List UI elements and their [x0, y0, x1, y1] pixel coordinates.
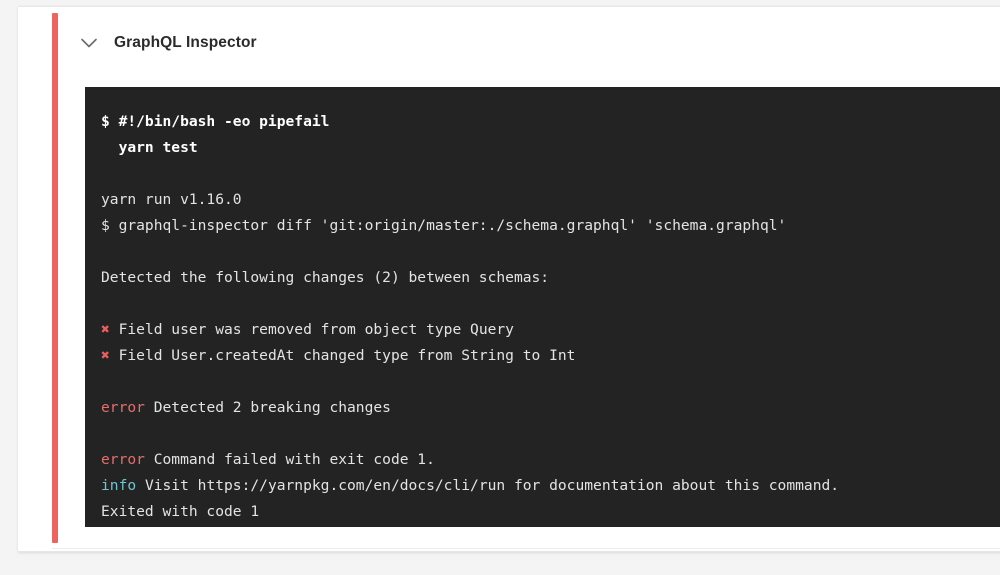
terminal-line: ✖ Field user was removed from object typ…	[101, 317, 1000, 343]
terminal-line: Exited with code 1	[101, 499, 1000, 525]
job-log-card: GraphQL Inspector $ #!/bin/bash -eo pipe…	[18, 6, 1000, 552]
terminal-line-text: $ graphql-inspector diff 'git:origin/mas…	[101, 217, 787, 234]
job-header[interactable]: GraphQL Inspector	[78, 21, 257, 65]
terminal-line	[101, 421, 1000, 447]
terminal-line-text: Exited with code 1	[101, 503, 260, 520]
terminal-line	[101, 161, 1000, 187]
terminal-line-text: Detected 2 breaking changes	[144, 399, 391, 416]
terminal-line-text: yarn run v1.16.0	[101, 191, 242, 208]
breaking-change-text: Field User.createdAt changed type from S…	[109, 347, 576, 364]
log-error-tag: error	[101, 399, 145, 416]
breaking-change-x-icon: ✖	[101, 347, 110, 364]
terminal-line: error Detected 2 breaking changes	[101, 395, 1000, 421]
terminal-line: error Command failed with exit code 1.	[101, 447, 1000, 473]
terminal-line	[101, 369, 1000, 395]
terminal-line-text: Detected the following changes (2) betwe…	[101, 269, 550, 286]
job-status-stripe	[52, 13, 58, 543]
terminal-line: yarn test	[101, 135, 1000, 161]
chevron-down-icon[interactable]	[78, 32, 100, 54]
terminal-line: info Visit https://yarnpkg.com/en/docs/c…	[101, 473, 1000, 499]
card-footer-divider	[52, 548, 1000, 549]
terminal-line-text: Visit https://yarnpkg.com/en/docs/cli/ru…	[136, 477, 840, 494]
log-error-tag: error	[101, 451, 145, 468]
job-title: GraphQL Inspector	[114, 34, 257, 51]
terminal-line	[101, 239, 1000, 265]
terminal-command-text: $ #!/bin/bash -eo pipefail	[101, 113, 330, 130]
terminal-line: $ #!/bin/bash -eo pipefail	[101, 109, 1000, 135]
terminal-line: Detected the following changes (2) betwe…	[101, 265, 1000, 291]
terminal-log-panel[interactable]: $ #!/bin/bash -eo pipefail yarn test yar…	[85, 87, 1000, 527]
terminal-line: yarn run v1.16.0	[101, 187, 1000, 213]
log-info-tag: info	[101, 477, 137, 494]
breaking-change-x-icon: ✖	[101, 321, 110, 338]
terminal-log-output: $ #!/bin/bash -eo pipefail yarn test yar…	[101, 109, 1000, 525]
terminal-line: $ graphql-inspector diff 'git:origin/mas…	[101, 213, 1000, 239]
terminal-line	[101, 291, 1000, 317]
terminal-line-text: Command failed with exit code 1.	[144, 451, 435, 468]
breaking-change-text: Field user was removed from object type …	[109, 321, 514, 338]
terminal-line: ✖ Field User.createdAt changed type from…	[101, 343, 1000, 369]
terminal-command-text: yarn test	[101, 139, 198, 156]
